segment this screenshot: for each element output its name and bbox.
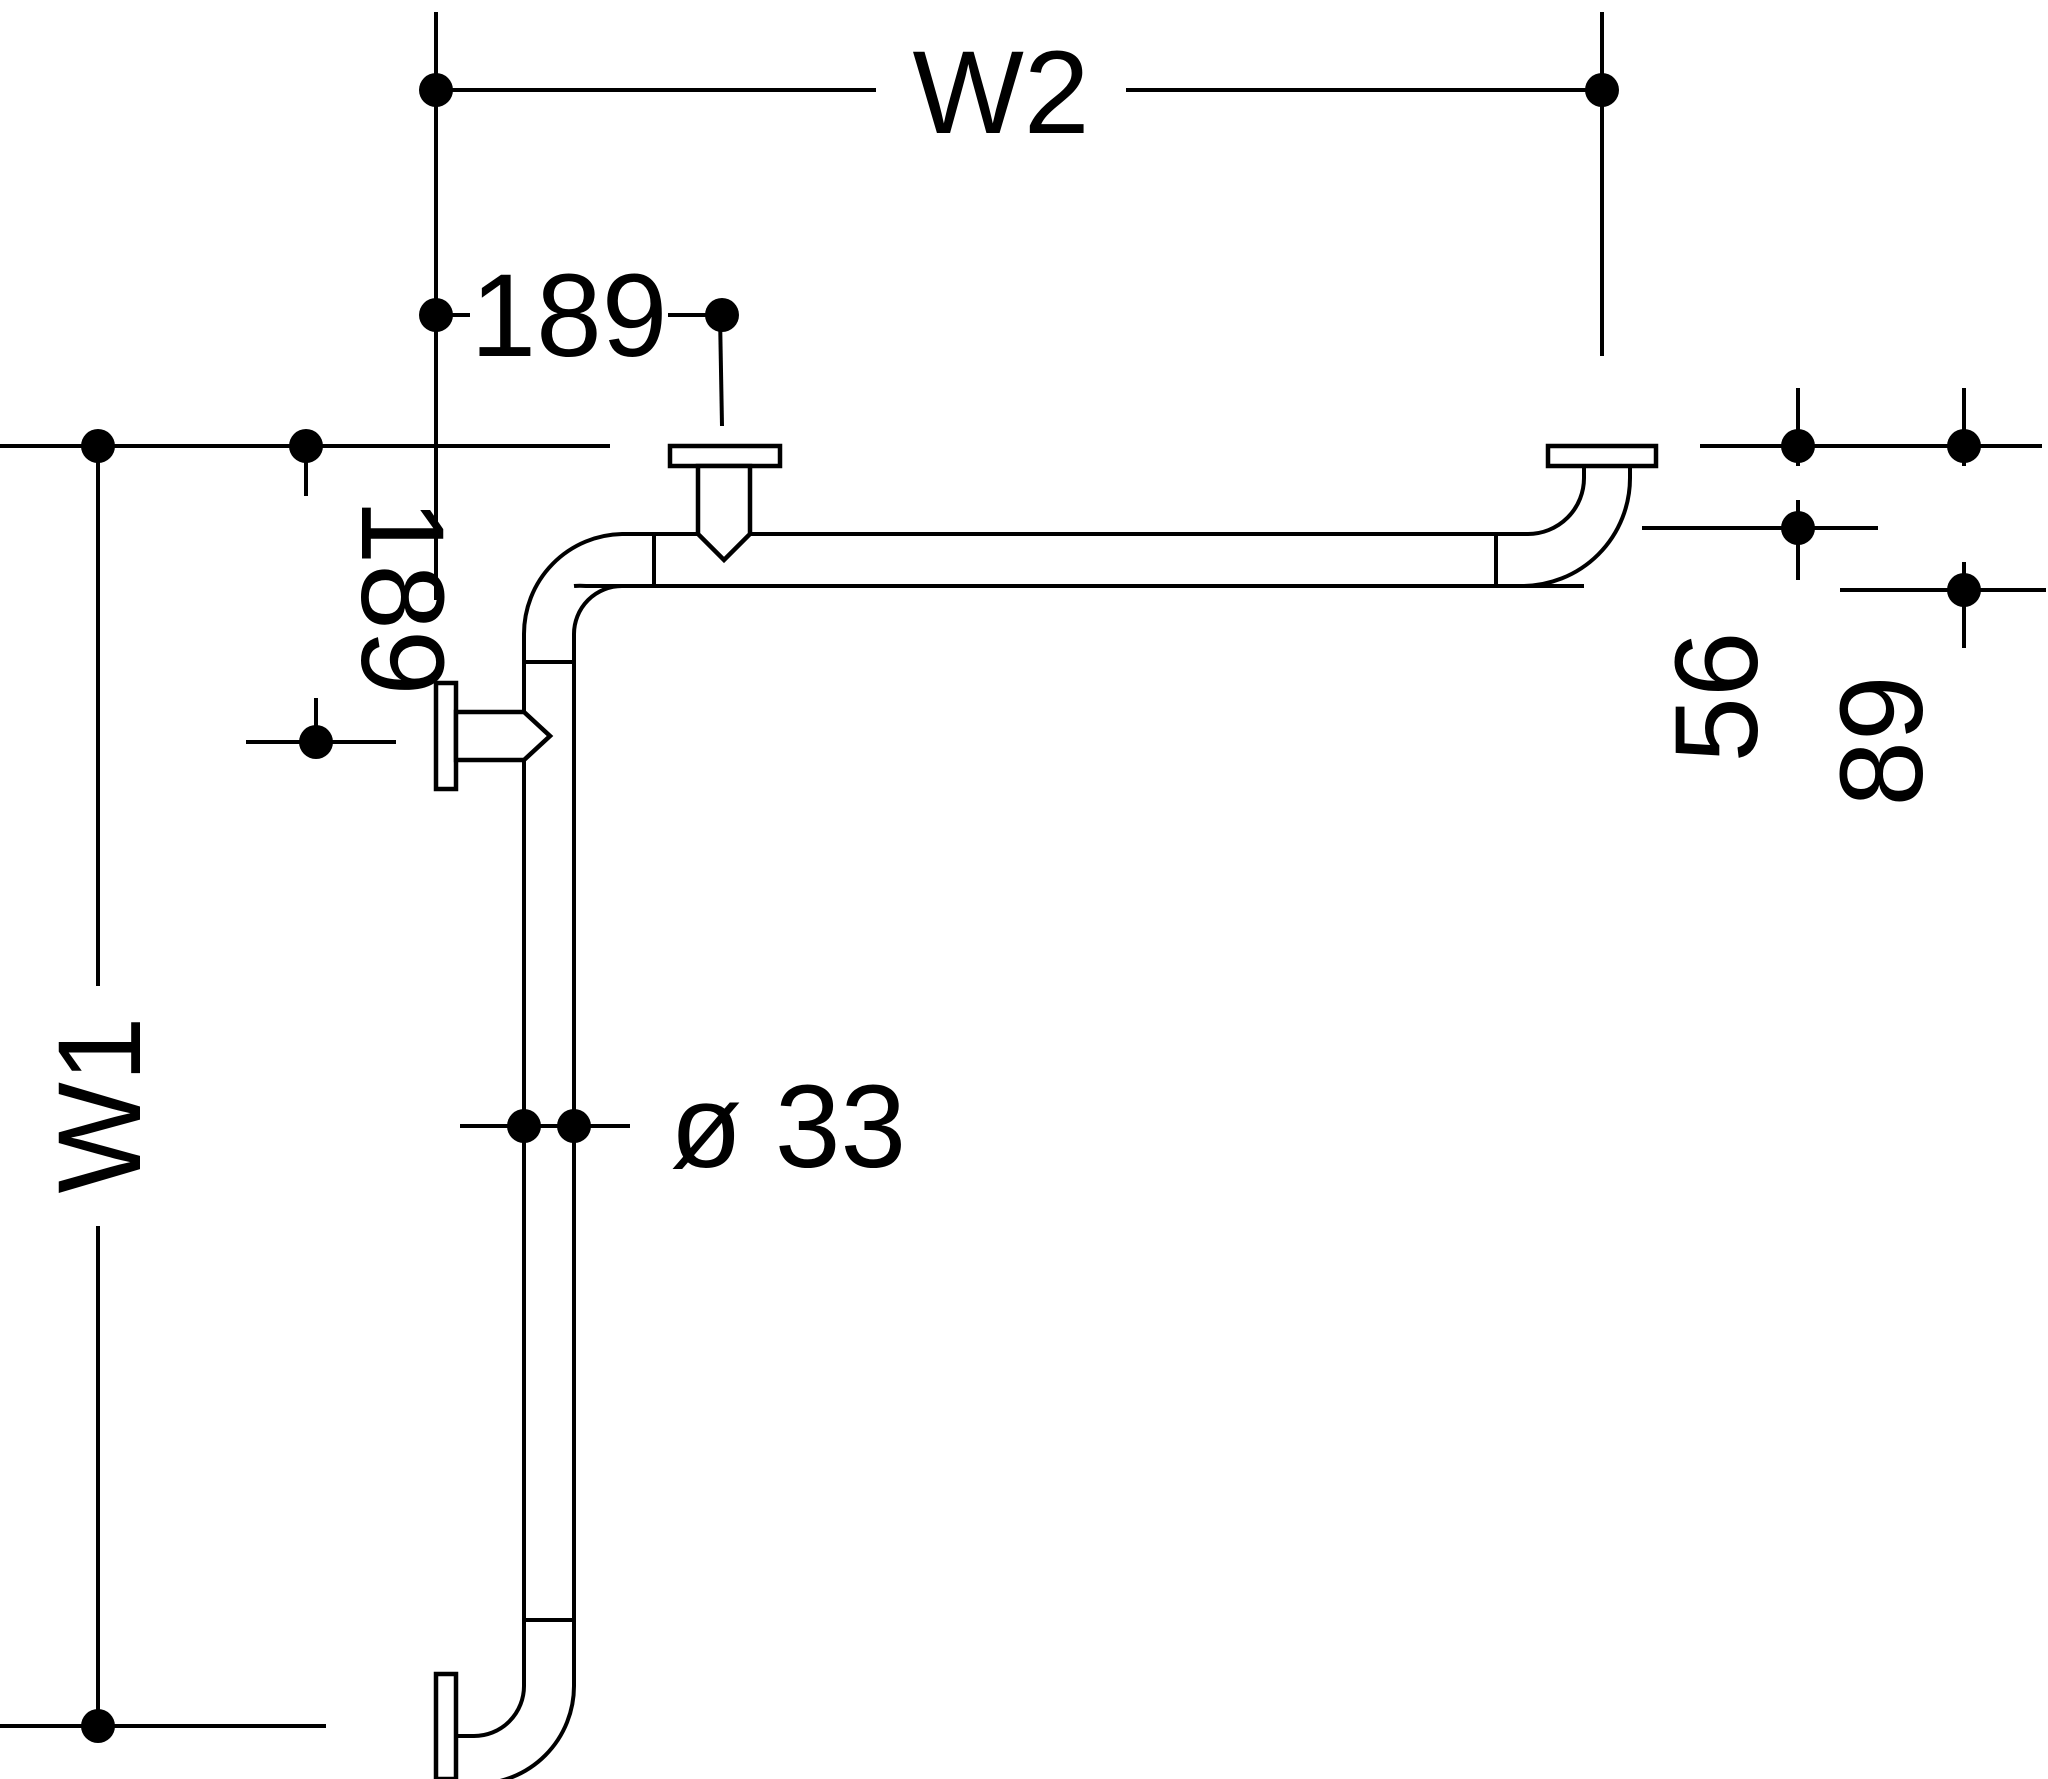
dim-89-label: 89 [1816, 675, 1948, 806]
grab-bar [456, 468, 1632, 1779]
dimension-w2: W2 [419, 12, 1619, 600]
dim-56-label: 56 [1651, 631, 1783, 762]
dimension-left-offset: 189 [246, 446, 468, 759]
flange-bottom [433, 1671, 459, 1779]
flange-left [433, 680, 554, 792]
dimension-diameter: ø 33 [460, 1061, 906, 1193]
dimension-56: 56 [1642, 500, 1878, 763]
w1-label: W1 [34, 1017, 166, 1194]
dimension-top-offset: 189 [419, 250, 739, 427]
dimension-w1: W1 [0, 446, 326, 1743]
left-offset-label: 189 [336, 499, 468, 696]
flange-top-right [1545, 443, 1659, 469]
dimension-89: 89 [1816, 562, 2046, 807]
top-offset-label: 189 [471, 250, 668, 382]
w2-label: W2 [913, 27, 1090, 159]
flange-top [667, 443, 783, 564]
diameter-label: ø 33 [670, 1061, 906, 1193]
